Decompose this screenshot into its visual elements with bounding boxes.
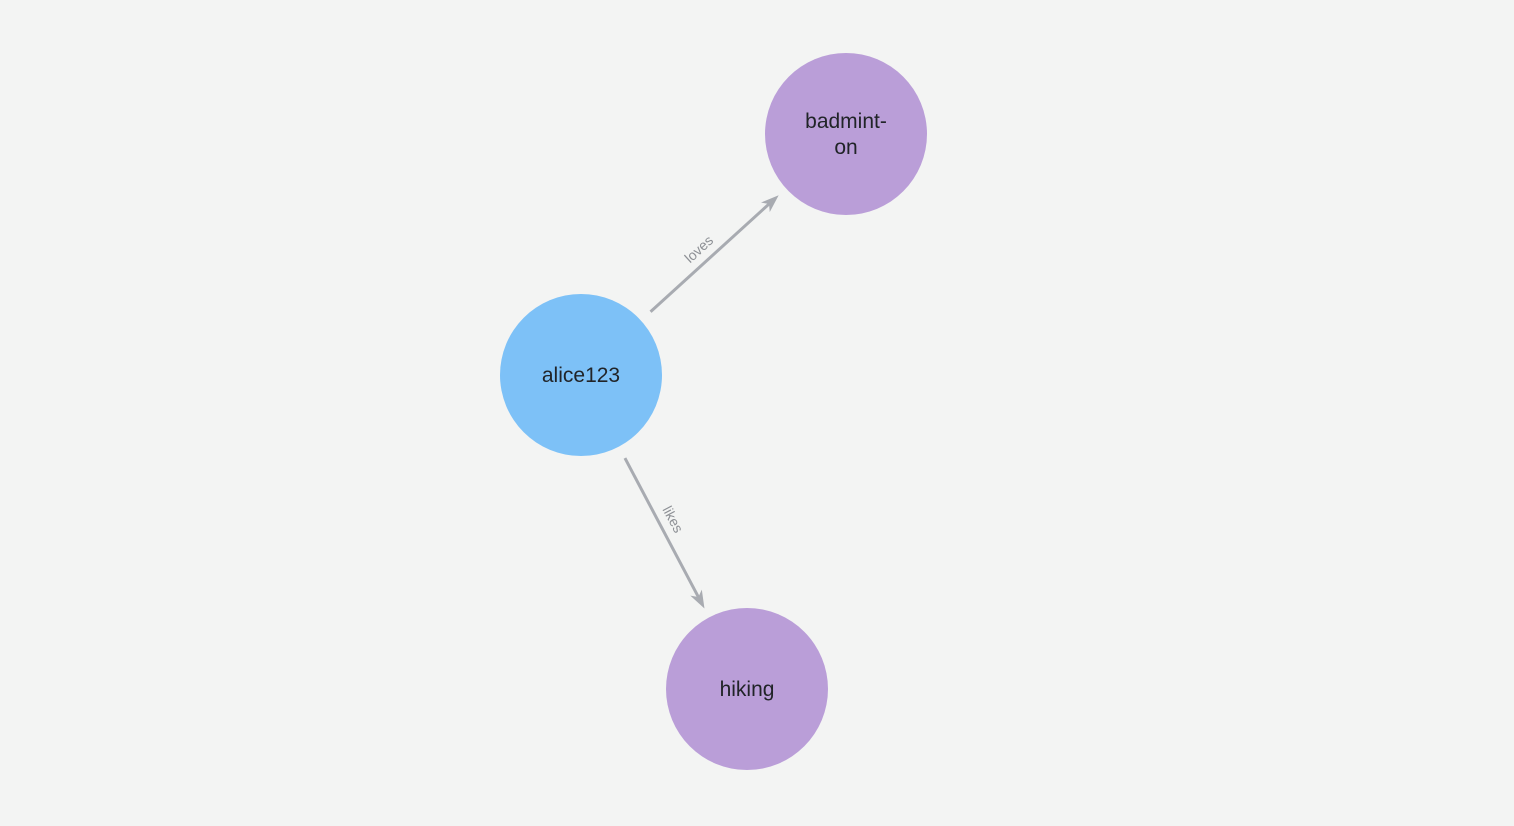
edge-arrowhead [690, 589, 705, 609]
graph-node-alice123[interactable]: alice123 [500, 294, 662, 456]
edge-arrowhead [760, 195, 779, 213]
graph-edge-likes[interactable]: likes [623, 457, 705, 609]
edge-line[interactable] [649, 201, 772, 313]
edge-label: loves [681, 232, 716, 266]
node-circle[interactable] [500, 294, 662, 456]
node-circle[interactable] [666, 608, 828, 770]
node-circle[interactable] [765, 53, 927, 215]
edge-line[interactable] [623, 457, 701, 600]
graph-edge-loves[interactable]: loves [649, 195, 779, 313]
graph-node-badminton[interactable]: badmint-on [765, 53, 927, 215]
graph-node-hiking[interactable]: hiking [666, 608, 828, 770]
